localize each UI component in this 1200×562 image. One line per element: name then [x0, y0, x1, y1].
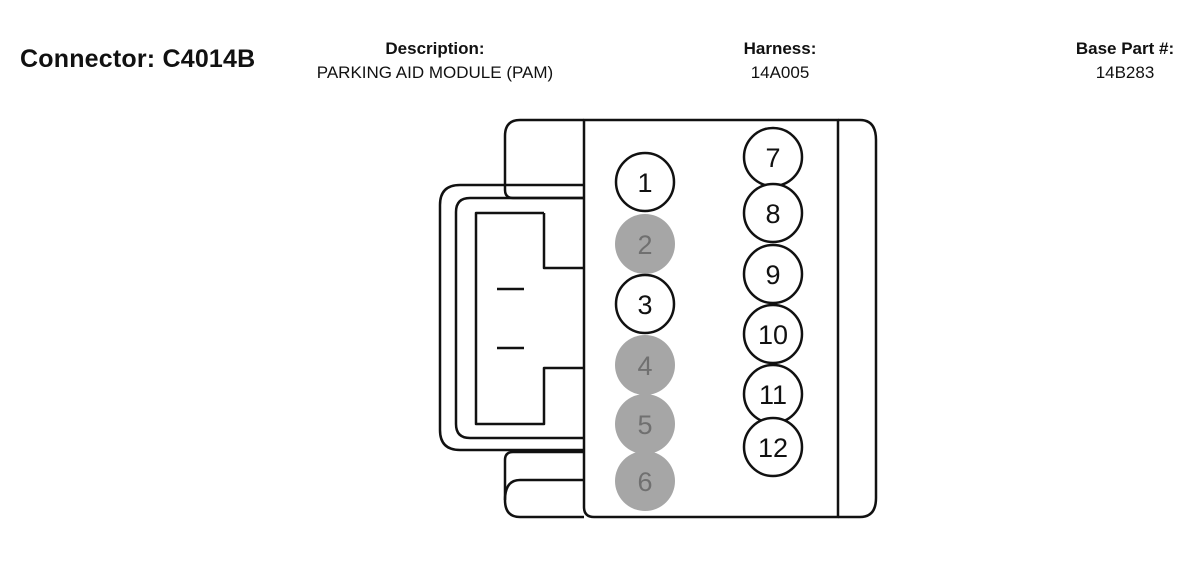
- pin-label: 7: [765, 143, 780, 173]
- pin-circle: [742, 416, 804, 478]
- description-value: PARKING AID MODULE (PAM): [316, 63, 554, 82]
- harness-block: Harness: 14A005: [690, 38, 870, 86]
- pin-circle: [615, 451, 675, 511]
- pin-label: 9: [765, 260, 780, 290]
- pin-2: 2: [615, 214, 675, 274]
- pin-circle: [742, 303, 804, 365]
- description-label: Description:: [385, 39, 485, 58]
- pin-label: 12: [758, 433, 788, 463]
- pin-8: 8: [742, 182, 804, 244]
- description-block: Description: PARKING AID MODULE (PAM): [260, 38, 610, 86]
- pin-4: 4: [615, 335, 675, 395]
- pin-11: 11: [742, 363, 804, 425]
- pin-3: 3: [614, 273, 676, 335]
- pin-circle: [615, 214, 675, 274]
- pin-1: 1: [614, 151, 676, 213]
- pin-label: 4: [637, 351, 652, 381]
- base-part-block: Base Part #: 14B283: [1040, 38, 1200, 86]
- pin-circle: [615, 335, 675, 395]
- connector-title: Connector: C4014B: [20, 45, 256, 73]
- pin-label: 8: [765, 199, 780, 229]
- pin-label: 11: [759, 380, 787, 410]
- pin-label: 2: [637, 230, 652, 260]
- pin-label: 6: [637, 467, 652, 497]
- pin-label: 1: [637, 168, 652, 198]
- pin-7: 7: [742, 126, 804, 188]
- pin-circle: [614, 151, 676, 213]
- connector-housing: [438, 118, 878, 519]
- pin-6: 6: [615, 451, 675, 511]
- base-part-label: Base Part #:: [1075, 39, 1175, 58]
- pin-9: 9: [742, 243, 804, 305]
- pin-circle: [615, 394, 675, 454]
- pin-10: 10: [742, 303, 804, 365]
- pin-circle: [742, 182, 804, 244]
- harness-label: Harness:: [743, 39, 817, 58]
- pin-12: 12: [742, 416, 804, 478]
- pin-5: 5: [615, 394, 675, 454]
- pin-circle: [742, 243, 804, 305]
- pin-label: 10: [758, 320, 788, 350]
- pin-circle: [614, 273, 676, 335]
- base-part-value: 14B283: [1095, 63, 1155, 82]
- pin-label: 5: [637, 410, 652, 440]
- harness-value: 14A005: [750, 63, 810, 82]
- pin-label: 3: [637, 290, 652, 320]
